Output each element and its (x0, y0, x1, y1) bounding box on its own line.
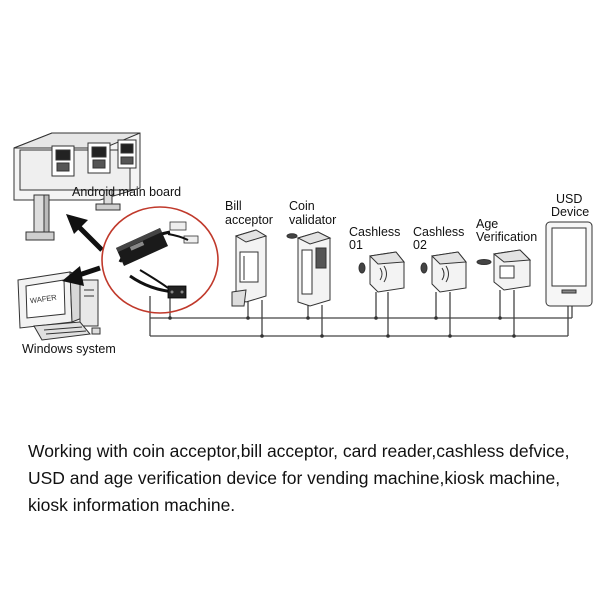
label-cashless-01-line2: 01 (349, 238, 363, 252)
label-coin-validator-line1: Coin (289, 199, 315, 213)
label-age-verification-line1: Age (476, 217, 498, 231)
bus-lines (149, 290, 573, 337)
caption-line: USD and age verification device for vend… (28, 468, 561, 488)
coin-validator-icon (286, 231, 332, 307)
cashless-01-icon (358, 251, 405, 293)
label-cashless-02-line2: 02 (413, 238, 427, 252)
bill-acceptor-icon (231, 229, 268, 307)
cashless-02-icon (420, 251, 467, 293)
label-android-main-board: Android main board (72, 185, 181, 199)
kiosk-machine-icon (13, 132, 141, 241)
arrows (62, 214, 104, 286)
monitor-screen-text: WAFER (29, 293, 57, 306)
label-windows-system: Windows system (22, 342, 116, 356)
arrow-to-windows-icon (62, 265, 101, 286)
label-age-verification-line2: Verification (476, 230, 537, 244)
bus-junctions (168, 316, 516, 338)
adapter-highlight-circle (101, 206, 219, 314)
adapter-cable-device (116, 221, 199, 299)
label-usd-device-line2: Device (551, 205, 589, 219)
arrow-to-android-icon (66, 214, 104, 252)
label-cashless-01-line1: Cashless (349, 225, 400, 239)
age-verification-icon (476, 249, 532, 291)
label-cashless-02-line1: Cashless (413, 225, 464, 239)
computer-icon: WAFER (17, 271, 101, 341)
caption-line: kiosk information machine. (28, 495, 236, 515)
usd-device-icon (545, 221, 593, 307)
label-usd-device-line1: USD (556, 192, 582, 206)
label-coin-validator-line2: validator (289, 213, 336, 227)
caption-line: Working with coin acceptor,bill acceptor… (28, 441, 570, 461)
label-bill-acceptor-line2: acceptor (225, 213, 273, 227)
description-caption: Working with coin acceptor,bill acceptor… (28, 438, 588, 519)
label-bill-acceptor-line1: Bill (225, 199, 242, 213)
